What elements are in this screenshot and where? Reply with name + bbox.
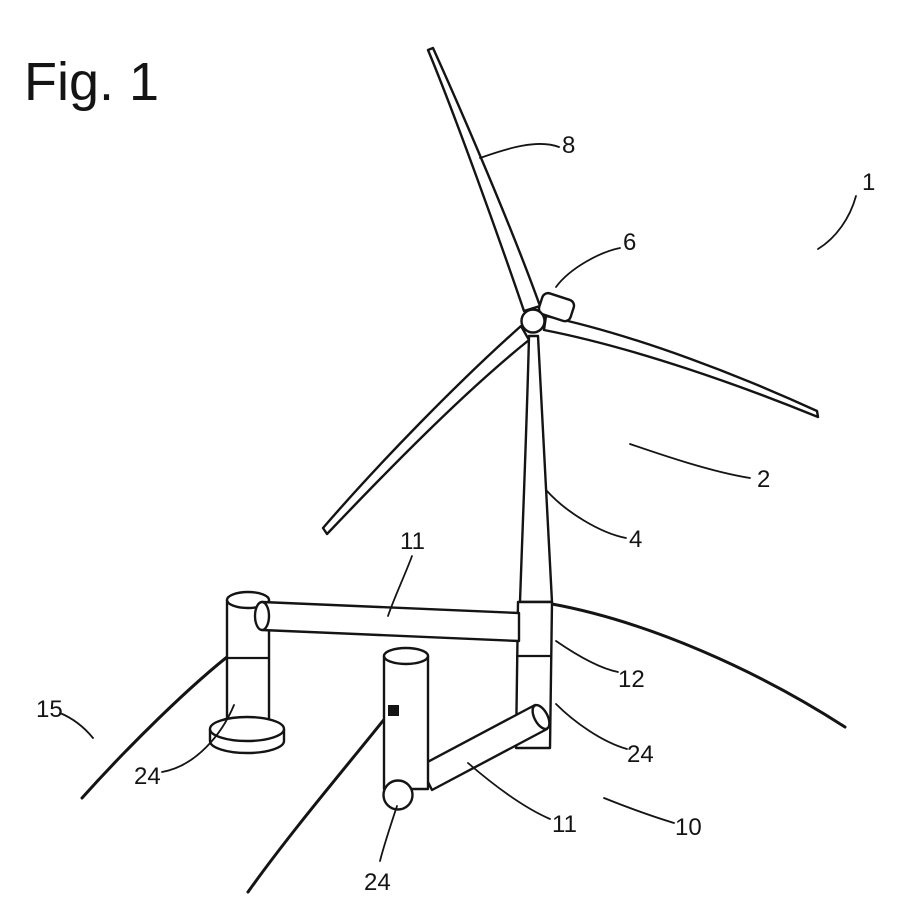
figure-title: Fig. 1 [24,52,159,112]
nacelle [537,291,576,323]
leader-ref-10 [603,797,675,824]
middle-column [382,654,430,791]
leader-ref-24-right [555,703,628,750]
rotor-blade-right [542,314,820,419]
leader-ref-24-bottom [379,805,398,862]
middle-column-bottom-knob [382,779,414,811]
ref-label-12: 12 [618,666,645,693]
ref-label-8: 8 [562,132,575,159]
leader-ref-11-top [387,555,413,617]
mooring-fairlead-block [388,705,399,716]
ref-label-24-bottom: 24 [364,869,391,896]
tower [518,334,554,604]
ref-label-10: 10 [675,814,702,841]
mooring-line-middle [246,710,392,894]
mooring-line-right [550,602,847,729]
lower-crossbeam-end-cap [531,703,551,731]
ref-label-24-right: 24 [627,741,654,768]
ref-label-4: 4 [629,526,642,553]
ref-label-11-bottom: 11 [552,811,577,838]
rotor-hub [520,308,546,334]
top-crossbeam-end-cap [253,600,271,632]
leader-ref-2 [629,443,751,479]
leader-ref-8 [479,143,560,159]
mooring-line-left [80,648,238,800]
rotor-blade-upper [426,46,542,313]
leader-ref-11-bottom [467,762,551,820]
ref-label-1: 1 [862,169,875,196]
ref-label-2: 2 [757,466,770,493]
middle-column-top-cap [382,646,430,666]
ref-label-24-left: 24 [134,763,161,790]
leader-ref-1 [817,195,857,250]
left-column-base-top [208,715,286,743]
leader-ref-4 [546,490,627,539]
leader-ref-24-left [161,704,235,773]
leader-ref-15 [59,712,94,739]
leader-ref-12 [555,640,619,673]
ref-label-11-top: 11 [400,528,425,555]
leader-ref-6 [555,247,621,288]
ref-label-6: 6 [623,229,636,256]
rotor-blade-lower-left [321,324,531,536]
ref-label-15: 15 [36,696,63,723]
